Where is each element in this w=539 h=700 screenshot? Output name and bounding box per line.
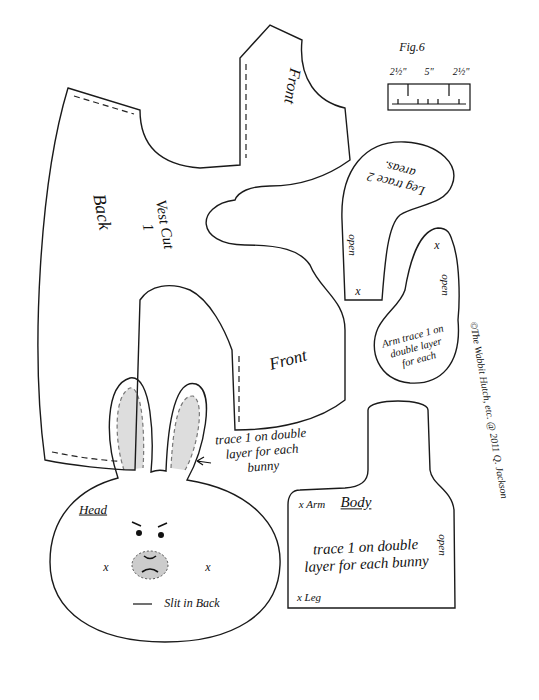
cut-line [50,378,280,642]
scale-ticks [398,99,459,104]
face [132,522,168,579]
nose [144,556,156,559]
instruction-note: trace 1 on double layer for each bunny [214,426,310,479]
seam-lines [52,64,246,462]
vest-piece: Vest Cut 1BackFrontFront [30,15,360,485]
dimension: 2½" [390,66,407,78]
eye [159,533,163,537]
seam-line [245,64,246,158]
match-mark: x [205,561,210,575]
match-mark: x [355,285,360,299]
cut-line [342,142,454,300]
opening-mark: open [440,274,453,295]
match-mark: x Leg [297,591,321,604]
eyebrow [158,523,167,527]
opening-mark: open [347,234,360,255]
arm-piece: Arm trace 1 on double layer for each open… [360,215,470,390]
piece-name: Front [280,67,304,106]
piece-name: Back [89,192,116,231]
inner-ears [117,388,199,470]
cut-line [38,25,350,470]
piece-note: trace 1 on double layer for each bunny [301,535,431,576]
leaders [133,457,211,604]
eyebrow [132,522,141,526]
match-mark: x [434,239,439,253]
scale-line [392,103,466,104]
scale-bar-frame [388,84,470,110]
inner-ear [117,388,144,470]
dimension: 5" [424,66,433,78]
match-mark: x Arm [299,498,325,511]
cut-line [374,228,459,383]
figure-number: Fig.6 [399,41,425,55]
cut-line [288,401,455,608]
piece-name: Front [267,346,309,375]
copyright-note: ©The Wabbit Hutch, etc. @ 2011 Q. Jackso… [468,321,511,500]
piece-note: Slit in Back [164,597,219,611]
leader-line [133,603,152,604]
opening-mark: open [437,534,450,555]
piece-outline [30,15,360,485]
match-mark: x [103,561,108,575]
seam-line [52,452,130,462]
mouth [142,569,158,572]
leader-arrow [197,457,211,465]
scale-divider [408,84,449,96]
piece-note: Arm trace 1 on double layer for each [379,322,452,374]
piece-note: Leg trace 2 areas. [359,152,436,199]
scale-bar [388,84,470,110]
piece-note: Vest Cut 1 [134,193,178,258]
nose-patch [132,551,168,579]
inner-ear [171,396,199,470]
head-piece: Head x xSlit in Back [40,365,290,650]
piece-name: Head [79,503,107,518]
eye [137,531,141,535]
body-piece: Body trace 1 on double layer for each bun… [280,395,465,615]
dimension: 2½" [453,66,470,78]
seam-line [238,356,239,424]
piece-name: Body [341,494,372,511]
